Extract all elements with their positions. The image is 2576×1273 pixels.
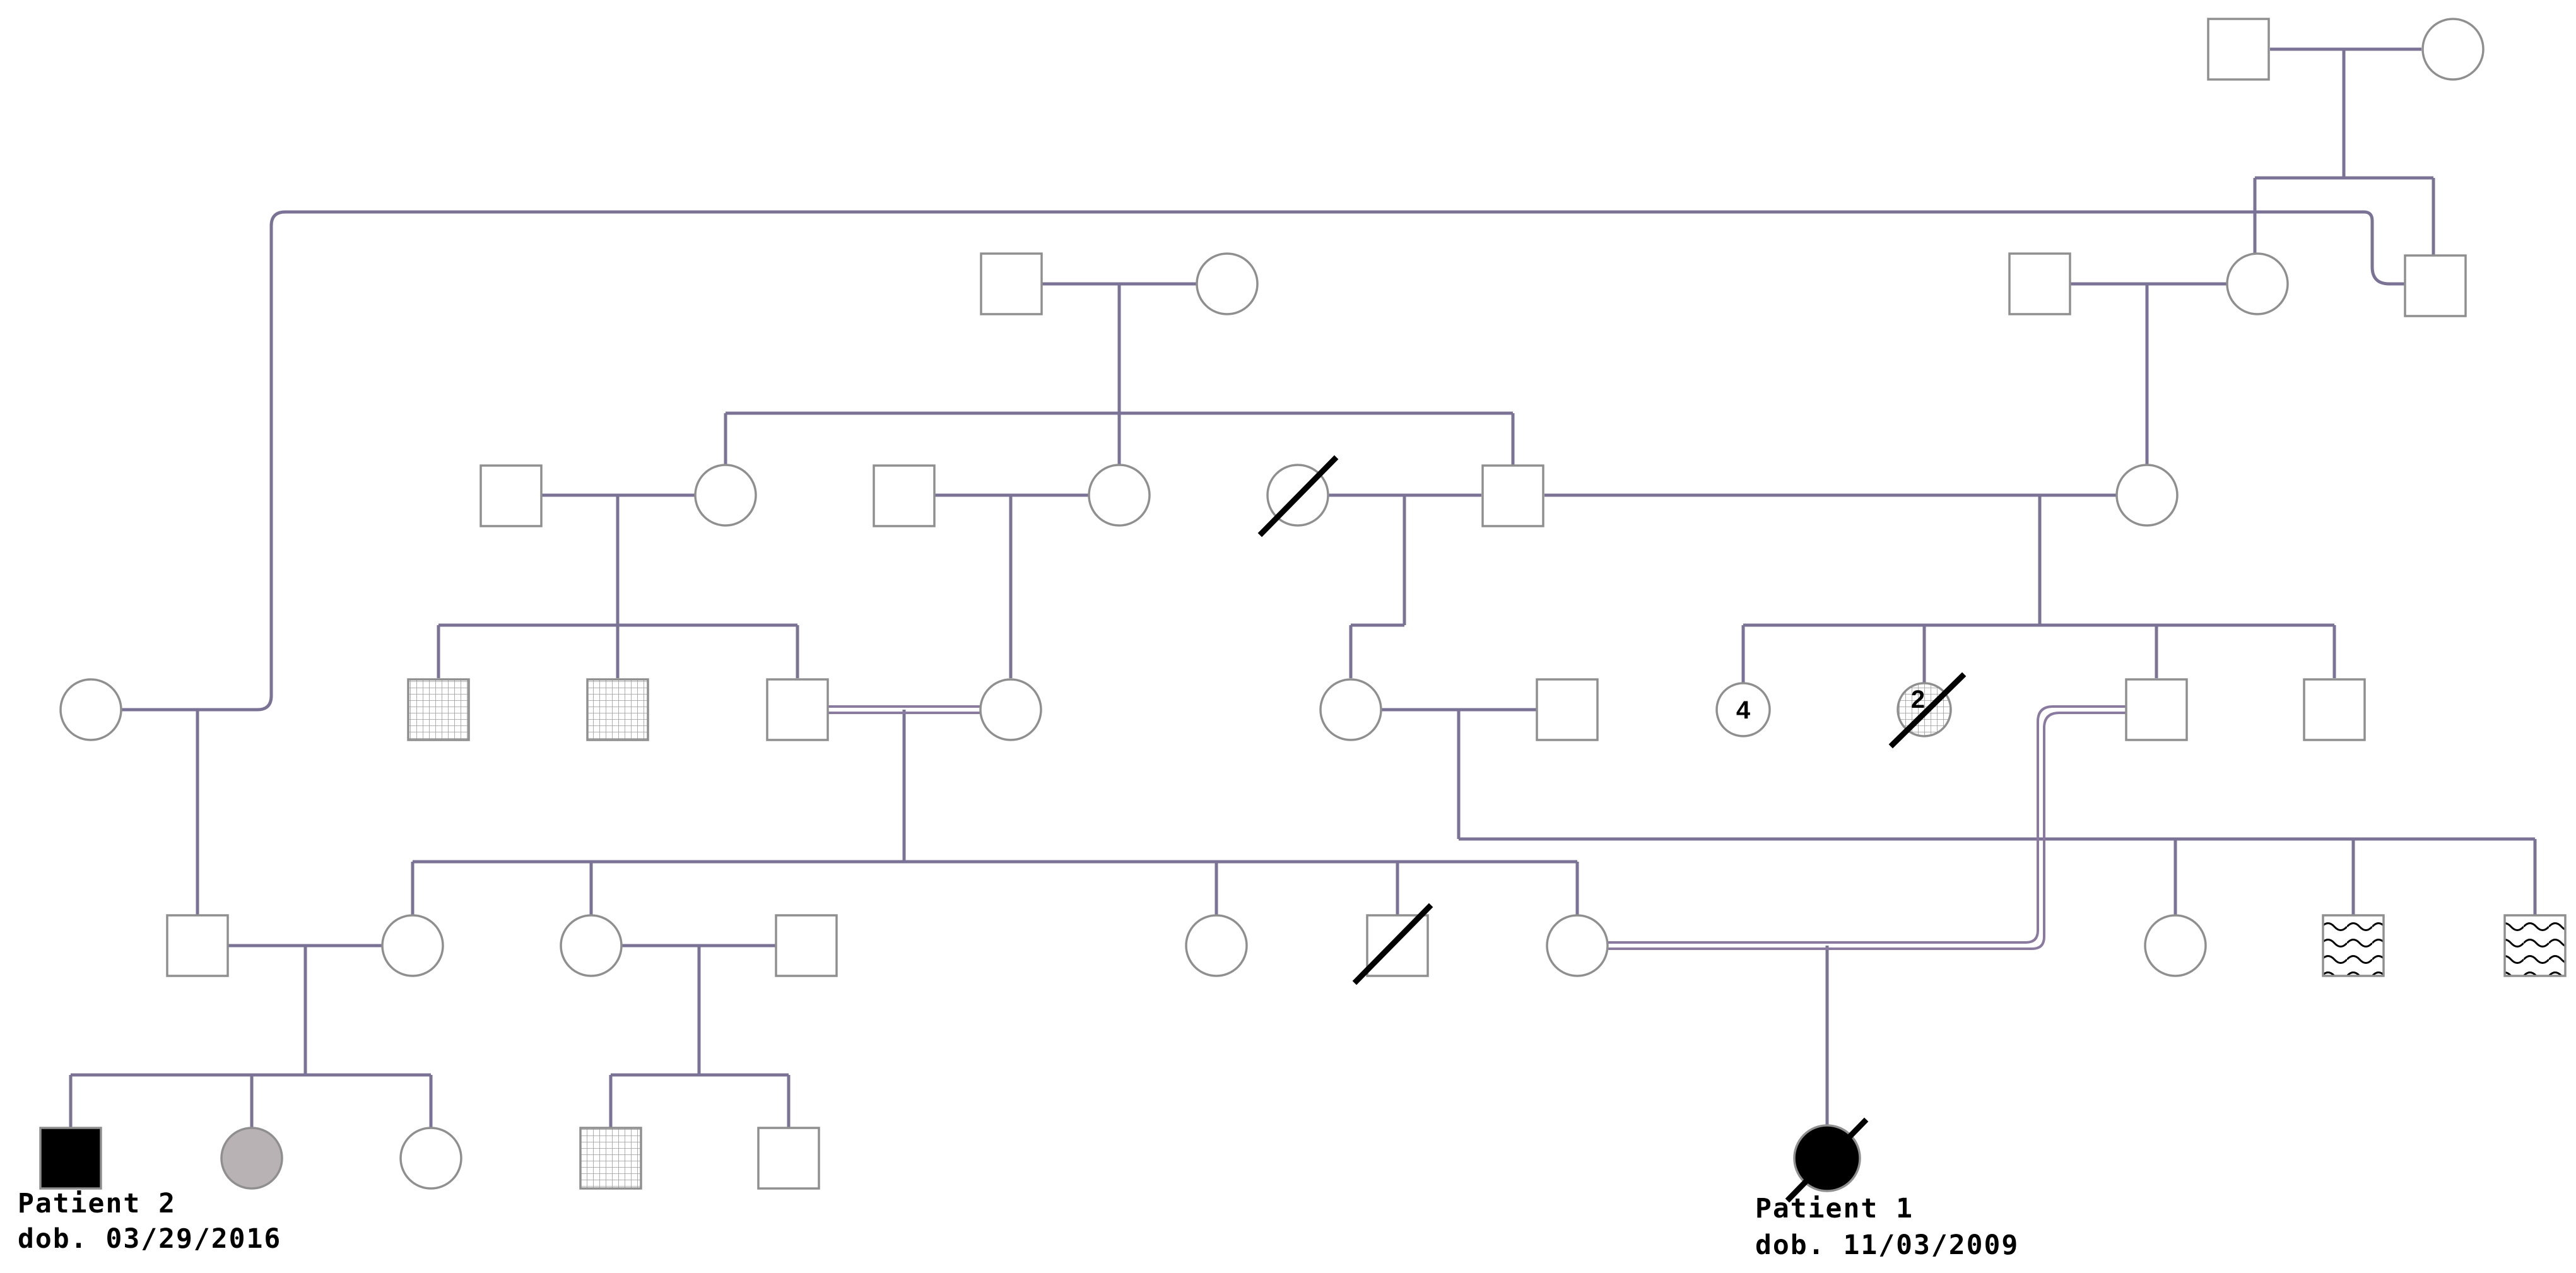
male-symbol — [1481, 464, 1544, 527]
female-symbol — [1088, 464, 1151, 527]
female-symbol — [2421, 18, 2485, 81]
wavy-pattern-male-symbol — [2322, 914, 2385, 977]
patient-1-name: Patient 1 — [1755, 1193, 1914, 1224]
male-symbol — [980, 252, 1043, 315]
male-symbol — [775, 914, 838, 977]
hatched-male-symbol — [407, 678, 470, 741]
deceased-male-symbol — [1366, 914, 1429, 977]
female-symbol — [2226, 252, 2289, 315]
multiple-count-label: 2 — [1911, 686, 1925, 713]
male-symbol — [2008, 252, 2071, 315]
female-symbol — [399, 1127, 462, 1190]
male-symbol — [2125, 678, 2188, 741]
affected-male-patient-2 — [39, 1127, 102, 1190]
female-symbol — [1319, 678, 1382, 741]
male-symbol — [2303, 678, 2366, 741]
wavy-pattern-male-symbol — [2503, 914, 2567, 977]
female-symbol — [2115, 464, 2179, 527]
pedigree-symbols — [39, 18, 2567, 1192]
female-symbol — [979, 678, 1042, 741]
hatched-male-symbol — [579, 1127, 642, 1190]
consanguinity-lines — [828, 705, 2126, 950]
female-symbol — [694, 464, 757, 527]
female-symbol — [59, 678, 122, 741]
female-symbol — [1196, 252, 1259, 315]
patient-2-dob: dob. 03/29/2016 — [18, 1223, 281, 1255]
male-symbol — [757, 1127, 820, 1190]
deceased-marks — [1257, 455, 1967, 1203]
female-symbol — [560, 914, 623, 977]
male-symbol — [2404, 254, 2467, 317]
female-symbol — [2144, 914, 2207, 977]
grey-female-symbol — [220, 1127, 283, 1190]
male-symbol — [2207, 18, 2270, 81]
hatched-male-symbol — [586, 678, 649, 741]
male-symbol — [873, 464, 936, 527]
patient-1-dob: dob. 11/03/2009 — [1755, 1229, 2019, 1261]
male-symbol — [166, 914, 229, 977]
multiple-count-label: 4 — [1736, 696, 1751, 724]
patient-2-name: Patient 2 — [18, 1188, 176, 1219]
connector-lines — [69, 47, 2537, 1129]
male-symbol — [479, 464, 543, 527]
female-symbol — [381, 914, 444, 977]
male-symbol — [766, 678, 829, 741]
female-symbol — [1185, 914, 1248, 977]
male-symbol — [1536, 678, 1599, 741]
female-symbol — [1546, 914, 1609, 977]
multiple-females-symbol — [1715, 682, 1771, 737]
